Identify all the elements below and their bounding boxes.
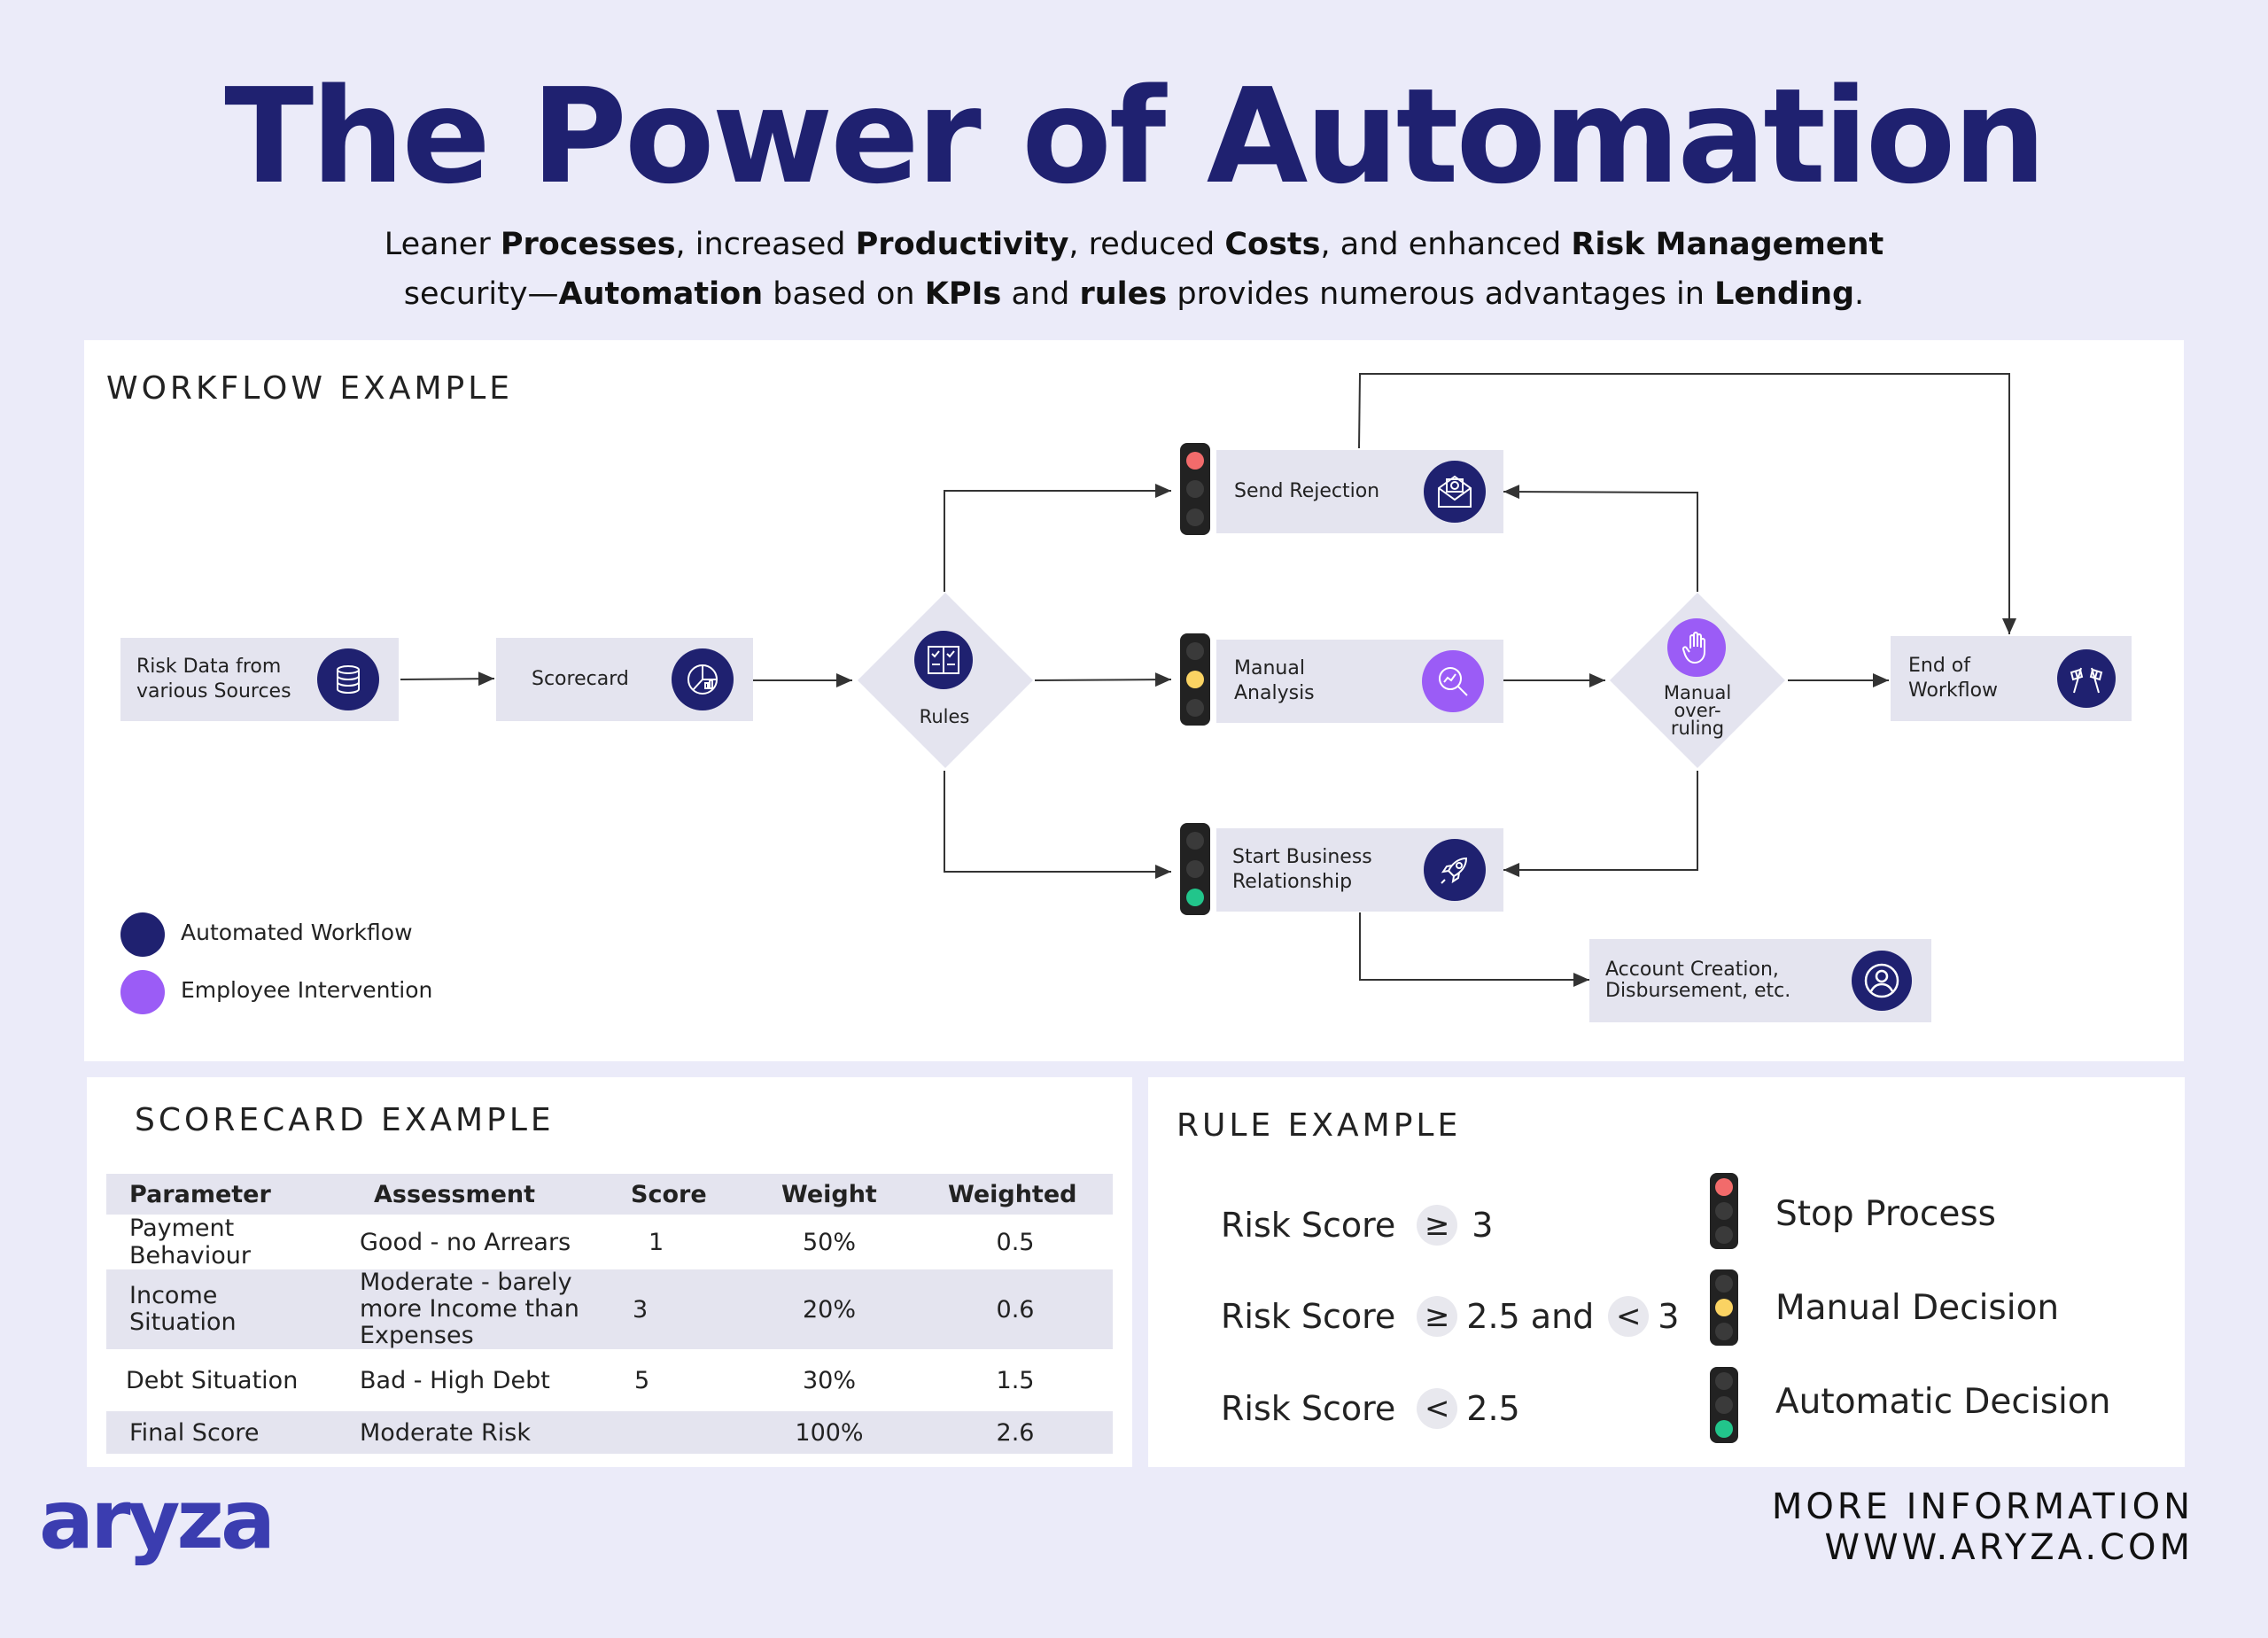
- scorecard-table: Parameter Assessment Score Weight Weight…: [106, 1174, 1113, 1454]
- cell-weighted: 1.5: [996, 1366, 1035, 1394]
- table-header-row: Parameter Assessment Score Weight Weight…: [106, 1174, 1113, 1215]
- cell-weight: 100%: [741, 1411, 918, 1454]
- traffic-light-red-icon: [1710, 1173, 1738, 1249]
- table-row: Final Score Moderate Risk 100% 2.6: [106, 1411, 1113, 1454]
- node-end-workflow-label: End of Workflow: [1908, 655, 1999, 702]
- operator-gte: ≥: [1417, 1296, 1458, 1337]
- rule-label: Risk Score: [1221, 1389, 1396, 1428]
- cell-score: [625, 1411, 741, 1454]
- node-start-business: Start Business Relationship: [1216, 828, 1503, 912]
- legend-employee-label: Employee Intervention: [181, 977, 433, 1003]
- scorecard-title: SCORECARD EXAMPLE: [135, 1102, 555, 1138]
- rule-title: RULE EXAMPLE: [1177, 1107, 1462, 1144]
- more-information[interactable]: MORE INFORMATION WWW.ARYZA.COM: [1772, 1487, 2194, 1568]
- node-account-creation: Account Creation, Disbursement, etc.: [1589, 939, 1931, 1022]
- node-risk-data-label: Risk Data from various Sources: [136, 656, 291, 703]
- website-link[interactable]: WWW.ARYZA.COM: [1824, 1527, 2194, 1568]
- user-account-icon: [1852, 951, 1912, 1011]
- traffic-light-green-icon: [1180, 823, 1210, 915]
- cell-score: 1: [649, 1228, 664, 1256]
- operator-lt: <: [1417, 1388, 1458, 1429]
- rule-outcome-manual: Manual Decision: [1775, 1288, 2060, 1328]
- rocket-icon: [1424, 839, 1486, 901]
- rule-outcome-automatic: Automatic Decision: [1775, 1382, 2111, 1422]
- cell-parameter: Payment Behaviour: [129, 1215, 252, 1269]
- cell-weighted: 0.6: [918, 1269, 1113, 1349]
- checklist-icon: [914, 631, 973, 689]
- node-send-rejection-label: Send Rejection: [1234, 480, 1380, 502]
- hand-stop-icon: [1667, 618, 1726, 677]
- node-end-workflow: End of Workflow: [1891, 636, 2132, 721]
- cell-weight: 30%: [802, 1366, 856, 1394]
- node-scorecard: Scorecard: [496, 638, 753, 721]
- cell-assessment: Moderate Risk: [351, 1411, 625, 1454]
- table-row: Debt Situation Bad - High Debt 5 30% 1.5: [106, 1349, 1113, 1411]
- rule-card: [1148, 1077, 2185, 1467]
- cell-assessment: Bad - High Debt: [360, 1366, 550, 1394]
- cell-parameter: Debt Situation: [126, 1366, 299, 1394]
- cell-weighted: 0.5: [996, 1228, 1035, 1256]
- node-manual-overruling-label: Manual over- ruling: [1663, 682, 1732, 739]
- cell-weight: 50%: [802, 1228, 856, 1256]
- cell-weight: 20%: [741, 1269, 918, 1349]
- rule-line-manual: Risk Score ≥ 2.5 and < 3: [1221, 1294, 1679, 1339]
- envelope-icon: [1424, 461, 1486, 523]
- node-account-creation-label: Account Creation, Disbursement, etc.: [1605, 959, 1791, 1002]
- header-score: Score: [625, 1174, 741, 1215]
- header-weighted: Weighted: [918, 1174, 1113, 1215]
- traffic-light-yellow-icon: [1710, 1269, 1738, 1346]
- cell-assessment: Moderate - barely more Income than Expen…: [351, 1269, 625, 1349]
- legend-automated-dot: [120, 912, 165, 957]
- traffic-light-green-icon: [1710, 1367, 1738, 1443]
- cell-score: 5: [634, 1366, 650, 1394]
- node-scorecard-label: Scorecard: [532, 668, 629, 690]
- cell-parameter: Income Situation: [106, 1269, 351, 1349]
- traffic-light-red-icon: [1180, 443, 1210, 535]
- cell-score: 3: [625, 1269, 741, 1349]
- rule-label: Risk Score: [1221, 1297, 1396, 1336]
- table-row: Income Situation Moderate - barely more …: [106, 1269, 1113, 1349]
- rule-value: 2.5 and: [1466, 1297, 1595, 1336]
- rule-value: 2.5: [1466, 1389, 1520, 1428]
- header-parameter: Parameter: [106, 1174, 351, 1215]
- more-information-label: MORE INFORMATION: [1771, 1487, 2194, 1527]
- workflow-title: WORKFLOW EXAMPLE: [106, 370, 514, 407]
- legend-employee-dot: [120, 970, 165, 1014]
- header-weight: Weight: [741, 1174, 918, 1215]
- database-icon: [317, 648, 379, 710]
- rule-line-automatic: Risk Score < 2.5: [1221, 1386, 1520, 1431]
- node-risk-data: Risk Data from various Sources: [120, 638, 399, 721]
- magnifier-analysis-icon: [1422, 650, 1484, 712]
- header-assessment: Assessment: [351, 1174, 625, 1215]
- scorecard-chart-icon: [672, 648, 734, 710]
- aryza-logo: aryza: [39, 1472, 276, 1567]
- node-rules-label: Rules: [919, 706, 970, 727]
- rule-label: Risk Score: [1221, 1206, 1396, 1245]
- page-title: The Power of Automation: [224, 60, 2047, 213]
- rule-outcome-stop: Stop Process: [1775, 1194, 1997, 1234]
- rule-value: 3: [1472, 1206, 1494, 1245]
- subtitle: Leaner Processes, increased Productivity…: [384, 227, 1884, 312]
- rule-line-stop: Risk Score ≥ 3: [1221, 1203, 1493, 1247]
- traffic-light-yellow-icon: [1180, 633, 1210, 726]
- operator-gte: ≥: [1417, 1205, 1458, 1246]
- node-send-rejection: Send Rejection: [1216, 450, 1503, 533]
- table-row: Payment Behaviour Good - no Arrears 1 50…: [106, 1215, 1113, 1269]
- node-manual-analysis-label: Manual Analysis: [1234, 657, 1315, 704]
- node-manual-analysis: Manual Analysis: [1216, 640, 1503, 723]
- checkered-flags-icon: [2057, 649, 2116, 708]
- node-start-business-label: Start Business Relationship: [1232, 846, 1372, 893]
- cell-assessment: Good - no Arrears: [360, 1228, 571, 1256]
- legend-automated-label: Automated Workflow: [181, 920, 413, 945]
- cell-weighted: 2.6: [918, 1411, 1113, 1454]
- cell-parameter: Final Score: [106, 1411, 351, 1454]
- rule-value: 3: [1658, 1297, 1680, 1336]
- operator-lt: <: [1608, 1296, 1650, 1337]
